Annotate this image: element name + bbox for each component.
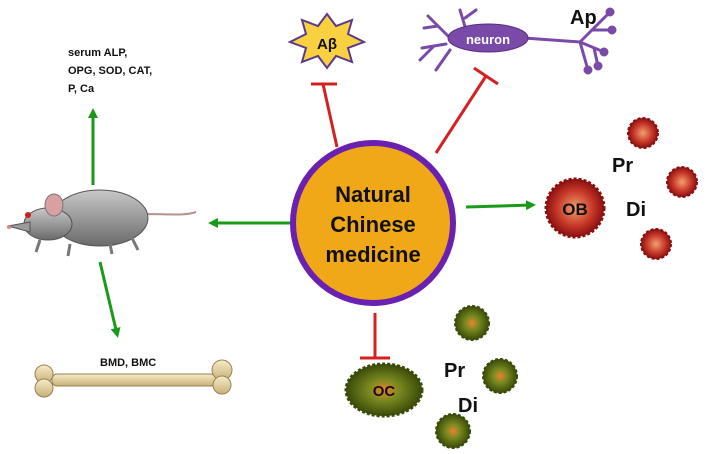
rat-icon bbox=[7, 189, 197, 257]
osteoclast-label: OC bbox=[373, 383, 396, 400]
arrow-to-osteoblast bbox=[465, 200, 536, 211]
serum-line1: serum ALP, bbox=[68, 47, 127, 59]
bone-label: BMD, BMC bbox=[100, 357, 156, 369]
center-label-line2: Chinese bbox=[330, 212, 416, 237]
bone-icon bbox=[34, 359, 233, 398]
osteoblast-di-label: Di bbox=[626, 199, 646, 221]
abeta-label: Aβ bbox=[317, 36, 337, 53]
osteoclast-main: OC bbox=[344, 362, 424, 418]
center-label-line1: Natural bbox=[335, 182, 411, 207]
serum-markers: serum ALP, OPG, SOD, CAT, P, Ca bbox=[68, 47, 152, 95]
center-label-line3: medicine bbox=[325, 242, 420, 267]
osteoclast-di-label: Di bbox=[458, 395, 478, 417]
inhibit-osteoclast-arrow bbox=[360, 313, 390, 360]
inhibit-abeta-arrow bbox=[311, 82, 339, 148]
osteoblast-pr-label: Pr bbox=[612, 155, 633, 177]
arrow-to-bone bbox=[98, 261, 121, 338]
serum-line3: P, Ca bbox=[68, 83, 95, 95]
neuron-ap-label: Ap bbox=[570, 7, 597, 29]
osteoclast-cell-icon bbox=[435, 305, 518, 449]
inhibit-neuron-arrow bbox=[434, 66, 499, 154]
neuron-label: neuron bbox=[466, 32, 510, 47]
promote-arrows bbox=[88, 108, 536, 338]
abeta-star-icon: Aβ bbox=[287, 12, 367, 70]
osteoblast-cell-icon bbox=[627, 117, 698, 260]
osteoblast-main: OB bbox=[544, 177, 606, 239]
center-node: Natural Chinese medicine bbox=[290, 140, 456, 306]
osteoblast-label: OB bbox=[562, 200, 588, 219]
osteoclast-pr-label: Pr bbox=[444, 360, 465, 382]
neuron-icon bbox=[418, 7, 617, 75]
serum-line2: OPG, SOD, CAT, bbox=[68, 65, 152, 77]
